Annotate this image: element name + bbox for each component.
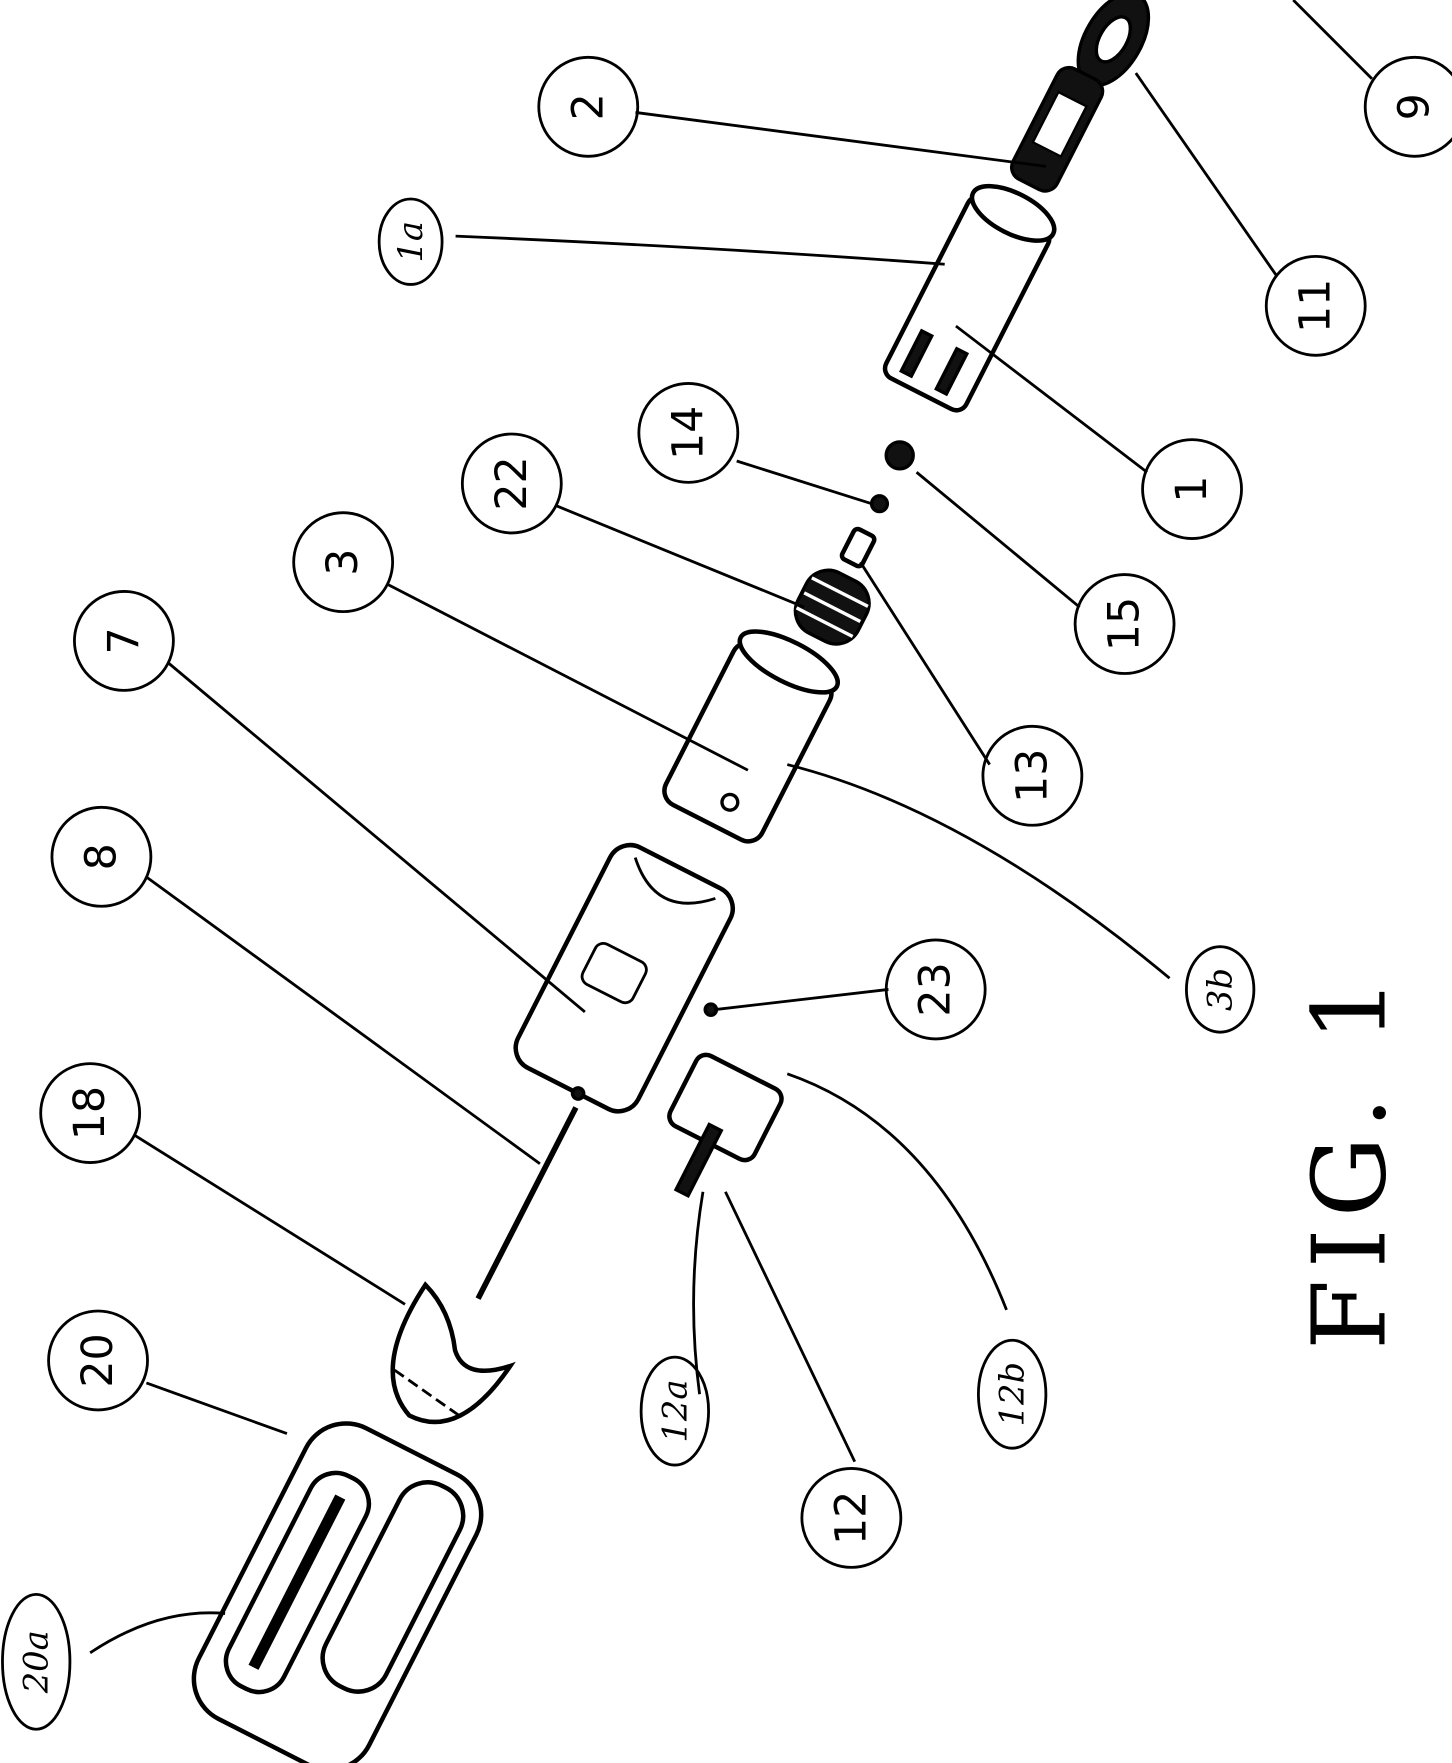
svg-text:20a: 20a [17,1630,56,1694]
svg-text:8: 8 [76,843,126,870]
svg-text:1a: 1a [391,221,430,263]
callout-14: 14 [639,383,738,482]
part-13-pin [840,527,875,567]
part-20-grip [178,1408,496,1763]
part-14-ball [872,496,888,512]
callout-8: 8 [52,807,151,906]
callout-1: 1 [1143,440,1242,539]
callout-12a: 12a [641,1357,708,1465]
part-18-clip [368,1284,526,1446]
svg-text:15: 15 [1100,597,1150,651]
part-1-body [881,175,1062,414]
callout-9: 9 [1365,57,1452,156]
callout-1a: 1a [379,199,442,284]
svg-text:22: 22 [487,456,537,510]
svg-text:12b: 12b [993,1362,1032,1427]
callout-12: 12 [802,1468,901,1567]
callout-7: 7 [74,591,173,690]
svg-text:12a: 12a [655,1380,694,1443]
callout-22: 22 [462,434,561,533]
part-3-sleeve [659,619,846,846]
callout-12b: 12b [978,1340,1045,1448]
callout-20a: 20a [2,1594,69,1729]
svg-text:18: 18 [65,1086,115,1140]
callout-23: 23 [886,940,985,1039]
svg-text:14: 14 [663,406,713,460]
figure-caption: FIG. 1 [1290,966,1408,1350]
callout-3: 3 [294,513,393,612]
svg-text:12: 12 [826,1491,876,1545]
svg-text:23: 23 [911,962,961,1016]
svg-text:3b: 3b [1201,968,1240,1011]
part-8-rod [478,1107,576,1298]
svg-text:20: 20 [73,1333,123,1387]
svg-text:13: 13 [1007,749,1057,803]
callout-18: 18 [41,1064,140,1163]
part-2-valve [1007,63,1107,196]
part-12-button [640,1051,785,1214]
svg-text:11: 11 [1291,279,1341,333]
svg-text:7: 7 [99,627,149,654]
callout-13: 13 [983,726,1082,825]
part-15-ball [886,442,913,469]
svg-text:3: 3 [318,549,368,576]
svg-text:9: 9 [1390,93,1440,120]
svg-text:2: 2 [563,93,613,120]
callout-2: 2 [539,57,638,156]
callout-15: 15 [1075,575,1174,674]
svg-text:1: 1 [1167,476,1217,503]
callout-3b: 3b [1186,947,1253,1032]
callout-11: 11 [1266,256,1365,355]
callout-20: 20 [49,1311,148,1410]
